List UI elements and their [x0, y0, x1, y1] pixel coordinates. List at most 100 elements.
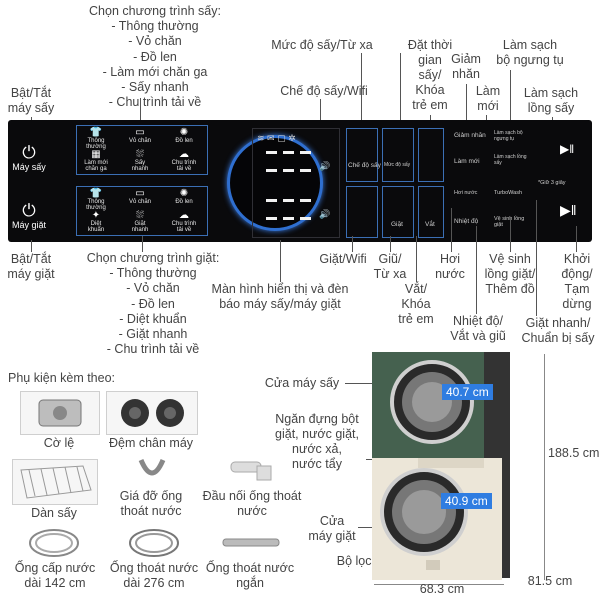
- width-dimension: 68.3 cm: [419, 582, 465, 596]
- dryer-prog-download[interactable]: ☁Chu trình tải về: [171, 149, 197, 173]
- wrench-image: [38, 399, 82, 427]
- power-icon: ⏻: [22, 201, 36, 220]
- spin-button[interactable]: Vắt: [418, 186, 444, 238]
- accessory-label: Cờ lệ: [43, 436, 75, 450]
- hose-holder-image: [138, 458, 166, 476]
- dryer-program-item: - Vỏ chăn: [128, 34, 182, 49]
- timer-button[interactable]: [418, 128, 444, 182]
- dryer-power-button[interactable]: ⏻ Máy sấy: [12, 143, 46, 173]
- rinse-button[interactable]: Giặt: [382, 186, 414, 238]
- washer-program-selector: [76, 186, 208, 236]
- accessory-label: Ống thoát nước ngắn: [205, 561, 295, 590]
- connector-image: [230, 461, 272, 481]
- dryer-prog-normal[interactable]: 👕Thông thường: [86, 127, 106, 151]
- status-display: ≋ ✉ ▢ ✲ 🔊 🔊: [252, 128, 340, 238]
- accessory-label: Đệm chân máy: [108, 436, 194, 450]
- washer-prog-quick[interactable]: ⛆Giặt nhanh: [131, 210, 149, 234]
- volume-icon: 🔊: [319, 161, 331, 171]
- washer-start-button[interactable]: ▶ǁ: [560, 202, 577, 218]
- dryer-program-item: - Chu trình tải về: [108, 95, 202, 110]
- washer-prog-sanitize[interactable]: ✦Diệt khuẩn: [87, 210, 105, 234]
- washer-label: Máy giặt: [12, 220, 47, 230]
- accessory-tile-connector: [206, 455, 298, 487]
- refresh-button[interactable]: Làm mới: [454, 158, 480, 165]
- accessories-title: Phụ kiện kèm theo:: [8, 371, 116, 385]
- wash-button[interactable]: [346, 186, 378, 238]
- accessory-tile-drain-hose: [110, 525, 198, 561]
- quick-wash-label: Giặt nhanh/Chuẩn bị sấy: [521, 316, 595, 345]
- dryer-programs-list: Chọn chương trình sấy: - Thông thường - …: [70, 4, 240, 110]
- accessory-tile-hose-holder: [106, 455, 198, 487]
- accessory-label: Giá đỡ ống thoát nước: [119, 489, 183, 518]
- dryer-program-item: - Đồ len: [133, 49, 177, 64]
- washer-prog-normal[interactable]: 👕Thông thường: [86, 188, 106, 212]
- dry-mode-button[interactable]: Chế độ sấy: [346, 128, 381, 182]
- turbowash-button[interactable]: TurboWash: [494, 190, 523, 196]
- height-dimension: 188.5 cm: [548, 446, 600, 460]
- steam-button[interactable]: Hơi nước: [454, 190, 478, 196]
- dry-level-label: Mức độ sấy/Từ xa: [271, 38, 373, 52]
- dryer-prog-duvet[interactable]: ▭Vỏ chăn: [128, 127, 152, 145]
- feet-image: [121, 399, 184, 427]
- dryer-prog-quick[interactable]: ⛆Sấy nhanh: [131, 149, 149, 173]
- wifi-icon: ≋ ✉ ▢ ✲: [257, 133, 296, 143]
- dryer-program-item: - Thông thường: [111, 19, 199, 34]
- dryer-prog-wool[interactable]: ✺Đồ len: [175, 127, 193, 145]
- save-energy-button[interactable]: Giảm nhăn: [454, 132, 486, 139]
- dryer-diameter-badge: 40.7 cm: [442, 384, 493, 400]
- depth-dimension: 81.5 cm: [527, 574, 573, 588]
- dry-level-button[interactable]: Mức độ sấy: [382, 128, 414, 182]
- accessory-label: Ống thoát nước dài 276 cm: [109, 561, 199, 590]
- accessory-tile-rack: [12, 459, 98, 505]
- accessory-tile-feet: [106, 391, 198, 435]
- wash-wifi-label: Giặt/Wifi: [319, 252, 367, 266]
- rack-image: [20, 465, 92, 499]
- volume-icon: 🔊: [319, 209, 331, 219]
- washer-programs-list: Chọn chương trình giặt: - Thông thường -…: [86, 251, 220, 357]
- dryer-start-button[interactable]: ▶ǁ: [560, 142, 575, 156]
- power-icon: ⏻: [22, 143, 36, 162]
- hold-3s-note: *Giữ 3 giây: [538, 180, 566, 186]
- dryer-program-item: - Sấy nhanh: [121, 80, 189, 95]
- dryer-prog-refresh-bedding[interactable]: ▦Làm mới chăn ga: [84, 149, 108, 173]
- dryer-program-selector: [76, 125, 208, 175]
- washer-dryer-tower: [372, 352, 510, 580]
- control-panel: ⏻ Máy sấy ⏻ Máy giặt 👕Thông thường ▭Vỏ c…: [8, 120, 592, 242]
- dry-mode-label: Chế độ sấy/Wifi: [280, 84, 368, 98]
- washer-prog-download[interactable]: ☁Chu trình tải về: [171, 210, 197, 234]
- temp-button[interactable]: Nhiệt độ: [454, 218, 479, 225]
- accessory-tile-wrench: [20, 391, 100, 435]
- clean-drum-button[interactable]: Làm sạch lồng sấy: [494, 154, 527, 166]
- dryer-label: Máy sấy: [12, 162, 46, 172]
- machine-illustration: [372, 352, 510, 580]
- dryer-program-item: - Làm mới chăn ga: [102, 64, 208, 79]
- accessory-label: Đầu nối ống thoát nước: [202, 489, 302, 518]
- rinse-remote-label: Giũ/Từ xa: [373, 252, 407, 281]
- washer-power-button[interactable]: ⏻ Máy giặt: [12, 201, 47, 231]
- washer-prog-duvet[interactable]: ▭Vỏ chăn: [128, 188, 152, 206]
- drain-hose-image: [129, 529, 179, 557]
- dryer-programs-title: Chọn chương trình sấy:: [89, 4, 221, 18]
- clean-condenser-button[interactable]: Làm sạch bộ ngưng tụ: [494, 130, 523, 142]
- short-hose-image: [222, 538, 280, 547]
- temp-spin-rinse-label: Nhiệt độ/Vắt và giũ: [450, 314, 506, 343]
- accessory-tile-inlet-hose: [10, 525, 98, 561]
- accessory-tile-short-hose: [208, 527, 294, 559]
- washer-diameter-badge: 40.9 cm: [441, 493, 492, 509]
- clean-tub-button[interactable]: Vệ sinh lồng giặt: [494, 216, 525, 228]
- inlet-hose-image: [29, 529, 79, 557]
- washer-prog-wool[interactable]: ✺Đồ len: [175, 188, 193, 206]
